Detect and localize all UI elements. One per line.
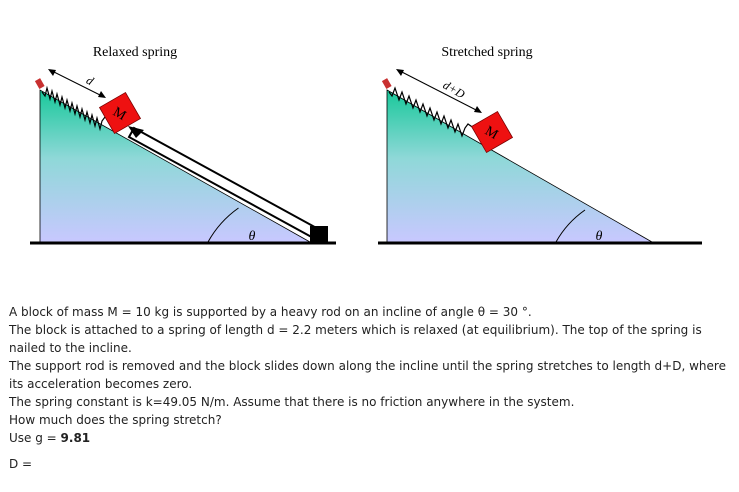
stretched-dim-arrow-end [474, 106, 482, 113]
problem-statement: A block of mass M = 10 kg is supported b… [9, 303, 729, 473]
stretched-angle-label: θ [596, 229, 603, 244]
stretched-angle-arc [555, 209, 586, 243]
stretched-panel: Stretched spring θ M d+D [378, 45, 702, 245]
relaxed-angle-arc [207, 207, 239, 243]
problem-line-mass: A block of mass M = 10 kg is supported b… [9, 305, 532, 319]
relaxed-length-label: d [84, 73, 97, 89]
gravity-prefix: Use g = [9, 431, 61, 445]
relaxed-spring-anchor [34, 78, 45, 89]
stretched-spring-anchor [381, 78, 392, 89]
relaxed-dim-arrow-end [98, 91, 106, 98]
stretched-spring [388, 86, 479, 138]
incline-diagram: Relaxed spring θ M d Stretched spring θ [30, 45, 702, 245]
stretched-length-label: d+D [441, 78, 468, 102]
relaxed-dimension-line [49, 69, 105, 98]
relaxed-panel: Relaxed spring θ M d [30, 45, 336, 245]
relaxed-angle-label: θ [249, 229, 256, 244]
stretched-block [470, 110, 514, 154]
relaxed-caption: Relaxed spring [93, 45, 177, 60]
stretched-dim-arrow-start [396, 69, 404, 76]
rod-base-block [310, 226, 328, 244]
problem-line-spring: The block is attached to a spring of len… [9, 323, 702, 355]
problem-line-constant: The spring constant is k=49.05 N/m. Assu… [9, 395, 575, 409]
problem-line-rod: The support rod is removed and the block… [9, 359, 726, 391]
relaxed-dim-arrow-start [48, 69, 56, 76]
answer-label: D = [9, 457, 33, 471]
problem-line-question: How much does the spring stretch? [9, 413, 222, 427]
relaxed-block [98, 91, 142, 135]
stretched-caption: Stretched spring [441, 45, 532, 60]
stretched-incline [386, 89, 654, 243]
stretched-dimension-line [397, 69, 481, 113]
relaxed-spring [41, 85, 106, 132]
gravity-value: 9.81 [60, 431, 91, 445]
problem-line-gravity: Use g = 9.81 [9, 429, 729, 447]
rod-end-cap [128, 126, 144, 138]
